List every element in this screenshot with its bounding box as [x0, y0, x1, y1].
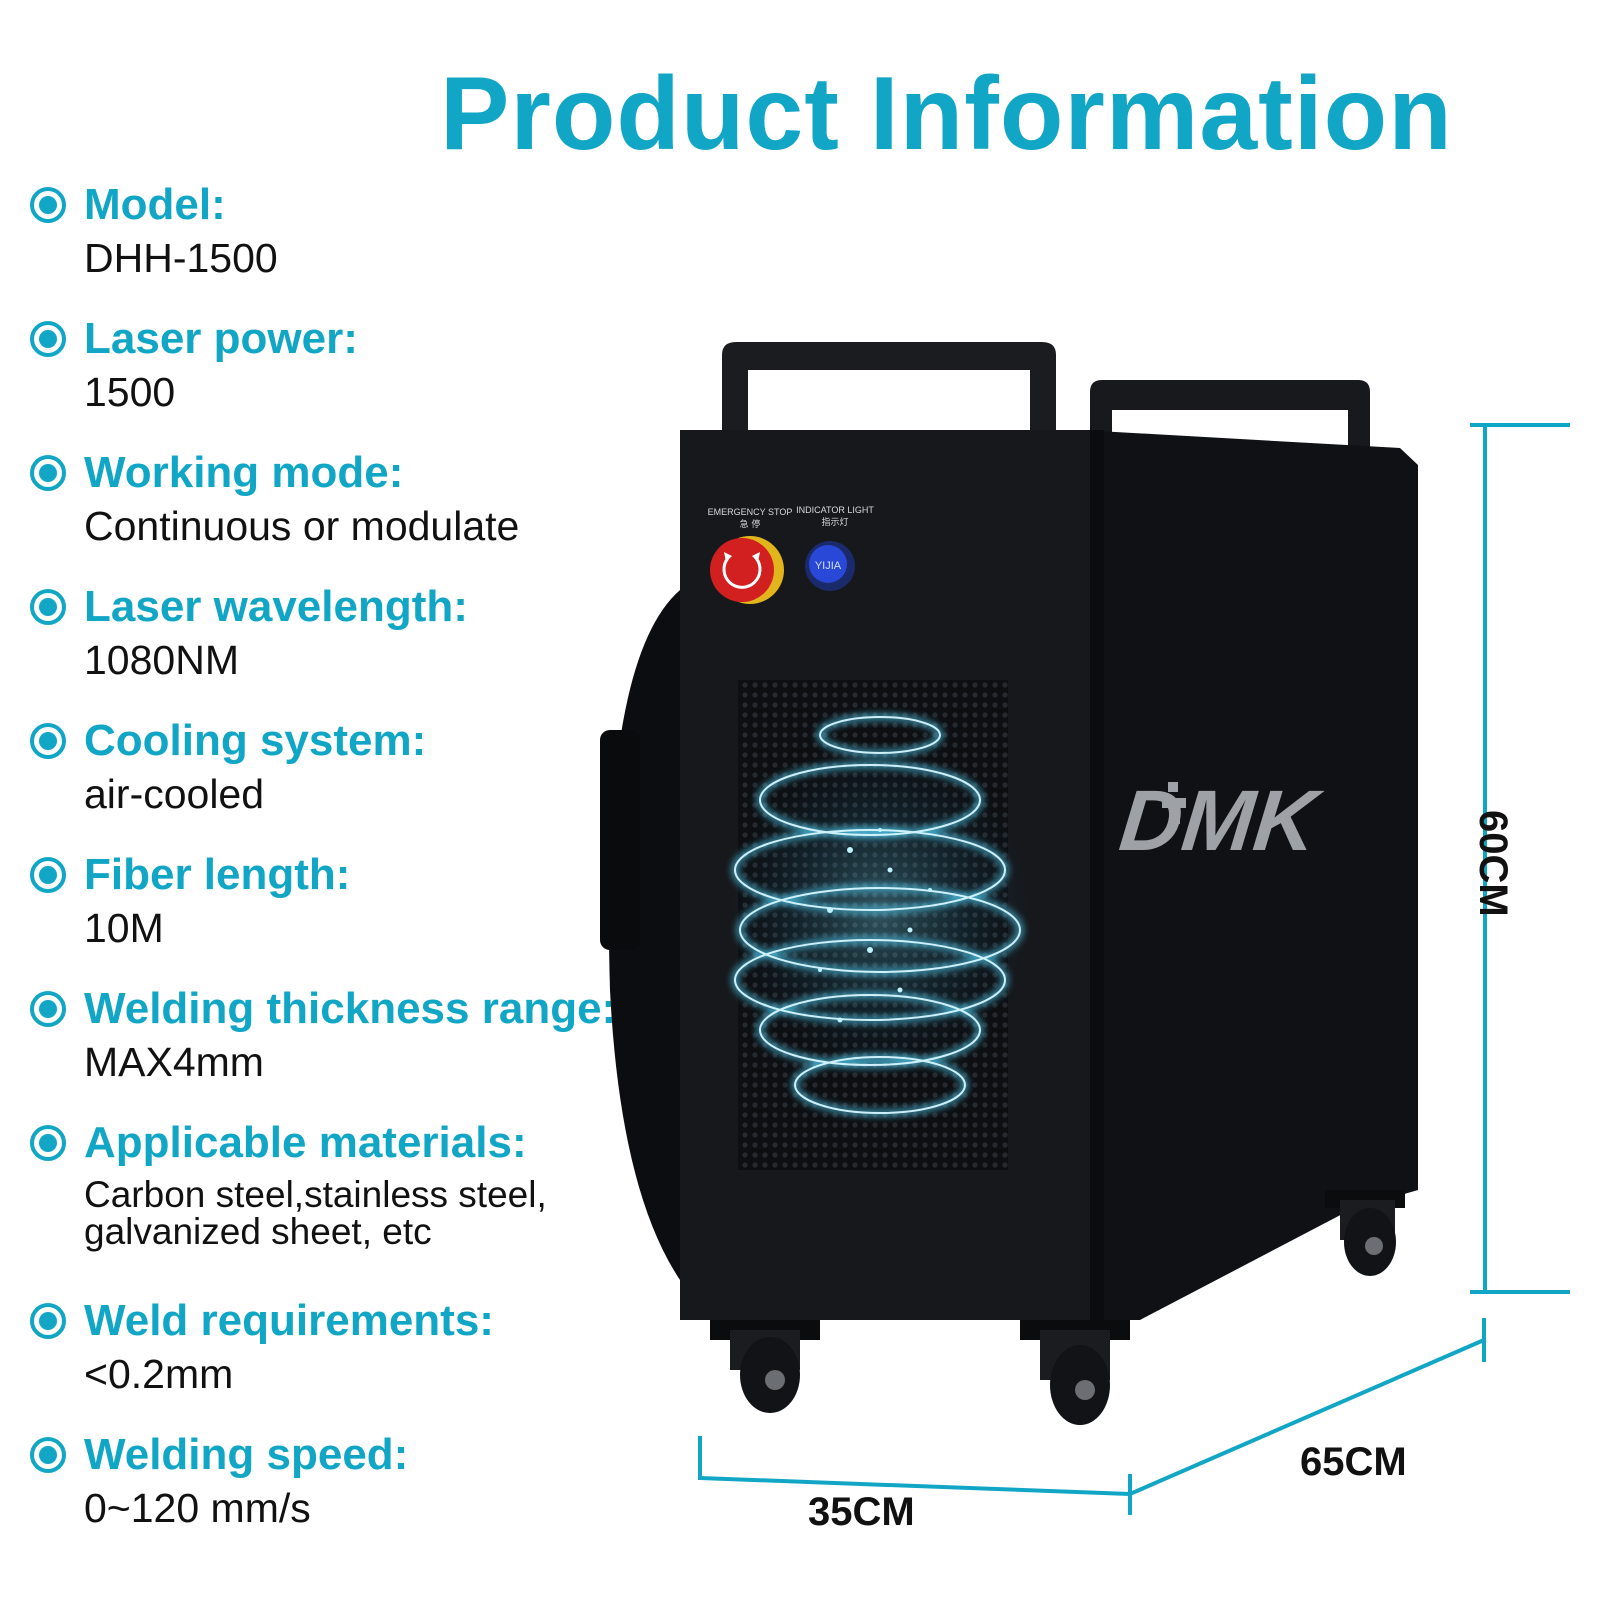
spec-model: Model: DHH-1500	[30, 178, 278, 279]
spec-laser-wavelength: Laser wavelength: 1080NM	[30, 580, 468, 681]
spec-value: <0.2mm	[84, 1351, 234, 1397]
height-dimension-label: 60CM	[1471, 810, 1515, 917]
bullet-icon	[30, 1303, 66, 1339]
brand-logo: DMK	[1115, 773, 1327, 869]
spec-label: Applicable materials:	[84, 1118, 527, 1167]
spec-welding-speed: Welding speed: 0~120 mm/s	[30, 1428, 408, 1529]
front-left-caster	[710, 1320, 820, 1413]
bullet-icon	[30, 1125, 66, 1161]
width-dimension-label: 35CM	[808, 1490, 915, 1534]
spec-label: Weld requirements:	[84, 1296, 494, 1345]
emergency-stop-button[interactable]	[710, 536, 784, 604]
indicator-brand-text: YIJIA	[815, 560, 842, 572]
side-panel	[1080, 430, 1418, 1320]
airflow-glow	[730, 714, 1030, 1116]
bullet-icon	[30, 857, 66, 893]
spec-label: Laser wavelength:	[84, 582, 468, 631]
spec-value: MAX4mm	[84, 1039, 264, 1085]
bullet-icon	[30, 321, 66, 357]
spec-laser-power: Laser power: 1500	[30, 312, 358, 413]
spec-value: 1500	[84, 369, 176, 415]
front-right-caster	[1020, 1320, 1130, 1425]
spec-value: 10M	[84, 905, 164, 951]
bullet-icon	[30, 723, 66, 759]
indicator-light-cn: 指示灯	[821, 516, 848, 528]
spec-value: air-cooled	[84, 771, 265, 817]
spec-value: DHH-1500	[84, 235, 278, 281]
bullet-icon	[30, 1437, 66, 1473]
spec-value: 1080NM	[84, 637, 239, 683]
spec-applicable-materials: Applicable materials: Carbon steel,stain…	[30, 1116, 547, 1250]
depth-dimension-label: 65CM	[1300, 1440, 1407, 1484]
bullet-icon	[30, 991, 66, 1027]
spec-label: Cooling system:	[84, 716, 427, 765]
emergency-stop-cn: 急 停	[740, 518, 761, 530]
rear-handle	[1090, 380, 1370, 450]
rear-caster	[1325, 1190, 1405, 1276]
spec-label: Welding speed:	[84, 1430, 409, 1479]
spec-fiber-length: Fiber length: 10M	[30, 848, 350, 949]
spec-label: Fiber length:	[84, 850, 351, 899]
spec-label: Working mode:	[84, 448, 404, 497]
spec-label: Welding thickness range:	[84, 984, 617, 1033]
page-title: Product Information	[440, 56, 1453, 172]
spec-welding-thickness: Welding thickness range: MAX4mm	[30, 982, 616, 1083]
spec-label: Laser power:	[84, 314, 358, 363]
spec-cooling-system: Cooling system: air-cooled	[30, 714, 426, 815]
front-handle	[722, 342, 1056, 430]
indicator-light-label: INDICATOR LIGHT	[796, 505, 874, 515]
bullet-icon	[30, 589, 66, 625]
bullet-icon	[30, 187, 66, 223]
emergency-stop-label: EMERGENCY STOP	[708, 507, 793, 517]
spec-weld-requirements: Weld requirements: <0.2mm	[30, 1294, 494, 1395]
brand-logo-pixels	[1162, 782, 1186, 824]
spec-value: Carbon steel,stainless steel, galvanized…	[84, 1174, 547, 1252]
width-dimension-line	[699, 1476, 1131, 1496]
laser-welder-machine-image: EMERGENCY STOP 急 停 INDICATOR LIGHT 指示灯 Y…	[600, 342, 1418, 1425]
spec-label: Model:	[84, 180, 226, 229]
spec-value: Continuous or modulate	[84, 503, 520, 549]
bullet-icon	[30, 455, 66, 491]
spec-working-mode: Working mode: Continuous or modulate	[30, 446, 519, 547]
indicator-light: YIJIA	[805, 541, 855, 591]
spec-value: 0~120 mm/s	[84, 1485, 311, 1531]
